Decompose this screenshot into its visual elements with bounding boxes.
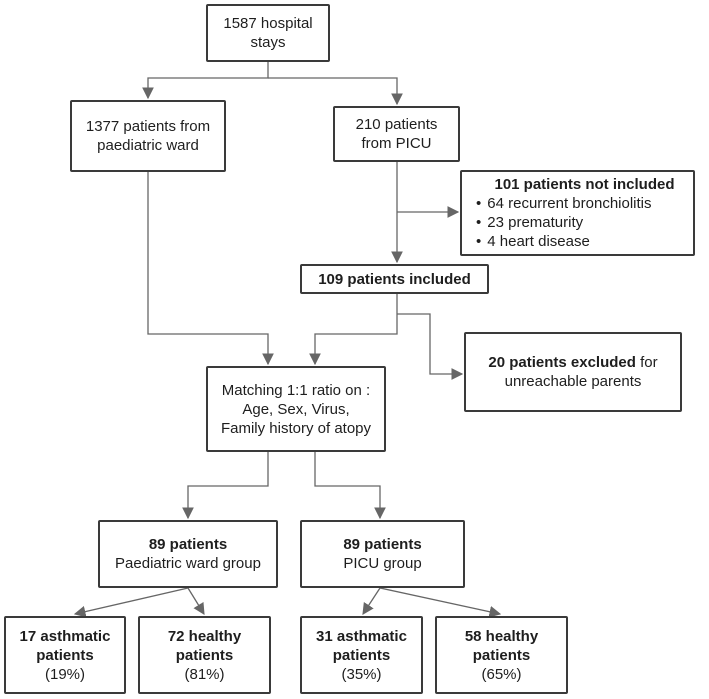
picu-asthmatic-line1: 31 asthmatic: [316, 627, 407, 645]
ward-asthmatic-box: 17 asthmatic patients (19%): [4, 616, 126, 694]
picu-healthy-box: 58 healthy patients (65%): [435, 616, 568, 694]
arrow-ward-group-to-healthy: [187, 587, 205, 615]
matching-line3: Family history of atopy: [220, 419, 372, 437]
arrow-stays-to-picu: [268, 77, 403, 106]
ward-group-name: Paediatric ward group: [115, 555, 261, 572]
excluded-box: 20 patients excluded for unreachable par…: [464, 332, 682, 412]
picu-asthmatic-box: 31 asthmatic patients (35%): [300, 616, 423, 694]
picu-box: 210 patients from PICU: [333, 106, 460, 162]
arrow-picu-group-to-asthmatic: [362, 587, 381, 615]
ward-healthy-box: 72 healthy patients (81%): [138, 616, 271, 694]
ward-asthmatic-line1: 17 asthmatic: [19, 627, 111, 645]
included-box: 109 patients included: [300, 264, 489, 294]
paediatric-ward-line2: paediatric ward: [97, 137, 199, 154]
picu-line2: from PICU: [361, 135, 432, 152]
not-included-item: 64 recurrent bronchiolitis: [476, 194, 651, 213]
picu-line1: 210 patients: [355, 116, 438, 133]
excluded-count: 20 patients excluded: [488, 354, 636, 371]
picu-asthmatic-pct: (35%): [341, 665, 382, 683]
paediatric-ward-box: 1377 patients from paediatric ward: [70, 100, 226, 172]
ward-healthy-line2: patients: [175, 646, 234, 664]
not-included-title: 101 patients not included: [494, 176, 675, 193]
ward-group-box: 89 patients Paediatric ward group: [98, 520, 278, 588]
ward-healthy-line1: 72 healthy: [167, 627, 242, 645]
picu-group-name: PICU group: [343, 555, 422, 572]
excluded-for: for: [635, 354, 658, 371]
arrow-ward-group-to-asthmatic: [73, 587, 189, 618]
picu-healthy-line2: patients: [472, 646, 531, 664]
matching-box: Matching 1:1 ratio on : Age, Sex, Virus,…: [206, 366, 386, 452]
arrow-ward-to-matching: [147, 172, 274, 366]
excluded-line1: 20 patients excluded for: [488, 353, 657, 372]
arrow-to-excluded: [397, 313, 464, 380]
not-included-item: 23 prematurity: [476, 213, 583, 232]
arrow-picu-group-to-healthy: [379, 587, 502, 618]
arrow-stays-to-ward: [142, 62, 269, 100]
matching-line1: Matching 1:1 ratio on :: [221, 381, 371, 399]
hospital-stays-line1: 1587 hospital: [223, 15, 313, 32]
paediatric-ward-line1: 1377 patients from: [85, 118, 211, 135]
not-included-box: 101 patients not included 64 recurrent b…: [460, 170, 695, 256]
picu-group-box: 89 patients PICU group: [300, 520, 465, 588]
ward-asthmatic-pct: (19%): [44, 665, 85, 683]
ward-asthmatic-line2: patients: [36, 646, 94, 664]
included-label: 109 patients included: [318, 270, 471, 288]
picu-group-count: 89 patients: [343, 536, 422, 553]
picu-asthmatic-line2: patients: [332, 646, 391, 664]
excluded-line2: unreachable parents: [504, 373, 642, 390]
arrow-matching-to-ward-group: [182, 452, 269, 520]
picu-healthy-line1: 58 healthy: [464, 627, 539, 645]
not-included-item: 4 heart disease: [476, 232, 590, 251]
arrow-matching-to-picu-group: [314, 452, 386, 520]
picu-healthy-pct: (65%): [481, 665, 522, 683]
ward-healthy-pct: (81%): [184, 665, 225, 683]
hospital-stays-box: 1587 hospital stays: [206, 4, 330, 62]
ward-group-count: 89 patients: [148, 536, 228, 553]
hospital-stays-line2: stays: [250, 34, 286, 51]
arrow-included-to-matching: [309, 294, 398, 366]
matching-line2: Age, Sex, Virus,: [242, 400, 350, 418]
